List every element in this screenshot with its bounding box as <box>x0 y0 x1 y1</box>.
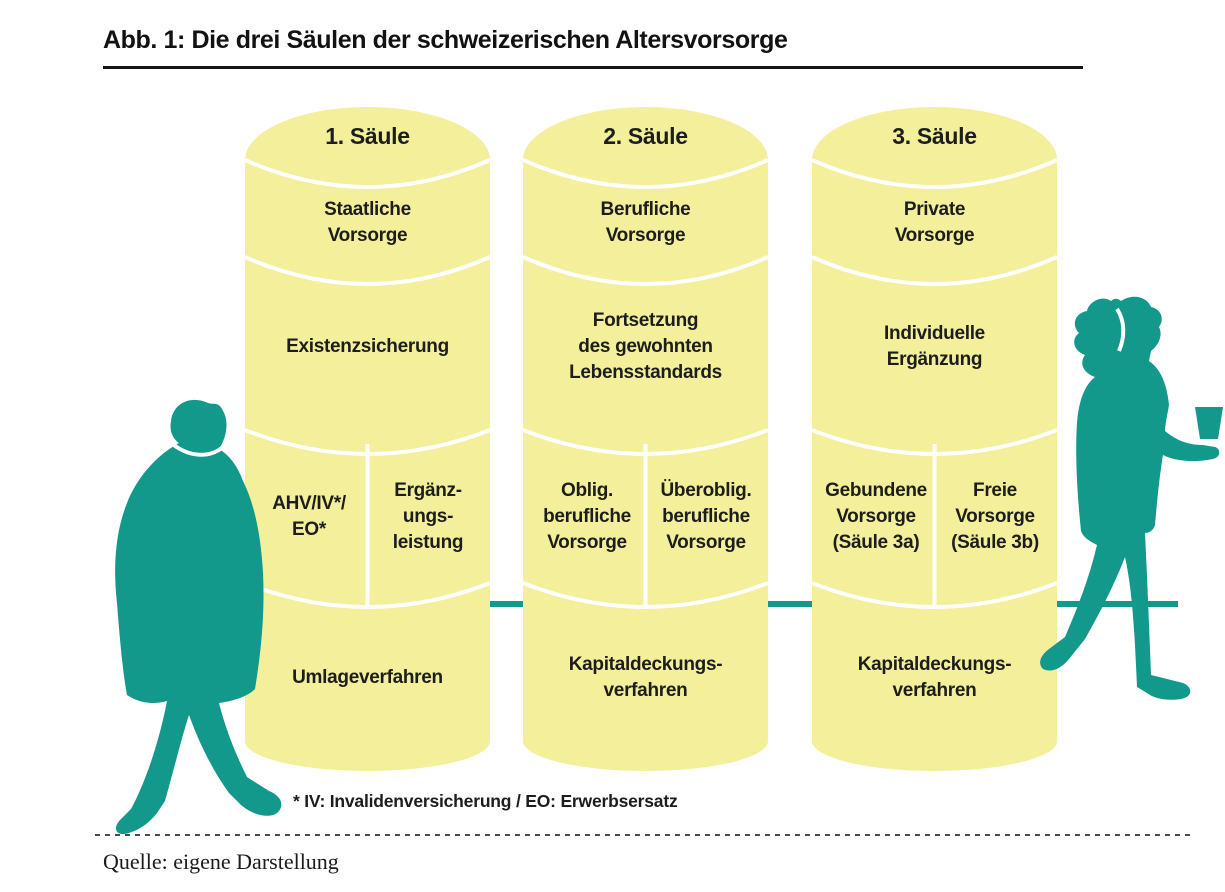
pillar-2-cell-right: Überoblig. berufliche Vorsorge <box>660 480 752 553</box>
pillar-1-bottom-section: Umlageverfahren <box>292 667 443 688</box>
pillar-3-cylinder <box>811 107 1058 771</box>
pillar-3-section-1: Private Vorsorge <box>894 199 975 246</box>
left-figure-scarf-line <box>169 441 225 457</box>
divider-arc <box>522 581 769 609</box>
pillar-3-cell-left: Gebundene Vorsorge (Säule 3a) <box>825 480 927 553</box>
pillar-2-cell-left: Oblig. berufliche Vorsorge <box>543 480 631 553</box>
cup-icon <box>1195 407 1223 439</box>
pillar-1-cell-left: AHV/IV*/ EO* <box>272 493 346 540</box>
pillar-1-section-2: Existenzsicherung <box>286 336 449 357</box>
pillar-1-header: 1. Säule <box>325 122 410 149</box>
dashed-divider <box>95 834 1191 836</box>
divider-arc <box>811 158 1058 189</box>
pillar-3-body <box>812 107 1057 771</box>
left-figure-silhouette <box>115 399 282 835</box>
figure-title: Abb. 1: Die drei Säulen der schweizerisc… <box>103 26 788 54</box>
pillar-2-bottom-section: Kapitaldeckungs- verfahren <box>568 654 723 701</box>
pillar-1-body <box>245 107 490 771</box>
pillar-2-body <box>523 107 768 771</box>
pillar-2-cylinder <box>522 107 769 771</box>
pillar-1-cylinder <box>244 107 491 771</box>
divider-arc <box>244 158 491 189</box>
pillar-1-cell-right: Ergänz- ungs- leistung <box>392 480 464 553</box>
walking-person-right-figure <box>1040 296 1223 700</box>
divider-arc <box>811 581 1058 609</box>
pillar-3-section-2: Individuelle Ergänzung <box>884 323 985 370</box>
pillar-1-section-1: Staatliche Vorsorge <box>324 199 411 246</box>
divider-arc <box>522 255 769 286</box>
divider-arc <box>522 158 769 189</box>
footnote: * IV: Invalidenversicherung / EO: Erwerb… <box>293 791 678 811</box>
pillar-2-section-1: Berufliche Vorsorge <box>600 199 691 246</box>
divider-arc <box>811 255 1058 286</box>
pillar-2-dividers <box>522 158 769 609</box>
pillar-3-header: 3. Säule <box>892 122 977 149</box>
pillar-3-cell-right: Freie Vorsorge (Säule 3b) <box>951 480 1039 553</box>
source-caption: Quelle: eigene Darstellung <box>103 849 339 874</box>
right-figure-silhouette <box>1040 296 1220 700</box>
title-rule <box>103 66 1083 69</box>
pillar-3-dividers <box>811 158 1058 609</box>
pillar-2-section-2: Fortsetzung des gewohnten Lebensstandard… <box>569 310 722 383</box>
right-figure-hair-line <box>1115 307 1126 352</box>
walking-senior-left-figure <box>115 399 282 835</box>
pillar-1-dividers <box>244 158 491 609</box>
pillar-3-bottom-section: Kapitaldeckungs- verfahren <box>857 654 1012 701</box>
divider-arc <box>244 581 491 609</box>
divider-arc <box>244 255 491 286</box>
pillar-2-header: 2. Säule <box>603 122 688 149</box>
